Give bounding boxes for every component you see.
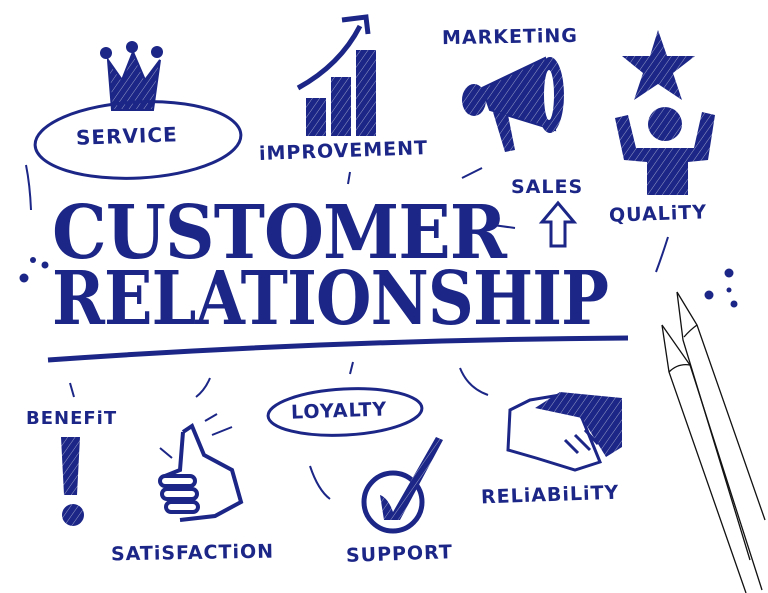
service-ellipse [33, 100, 243, 180]
handshake-icon [506, 392, 622, 472]
label-service: SERVICE [75, 122, 179, 150]
exclamation-icon [61, 437, 84, 526]
label-support: SUPPORT [345, 541, 454, 567]
megaphone-icon [462, 56, 564, 152]
title-underline [47, 335, 629, 363]
pencils-icon [661, 291, 766, 593]
label-marketing: MARKETiNG [441, 24, 579, 50]
label-satisfaction: SATiSFACTiON [110, 540, 275, 566]
checkmark-circle-icon [361, 437, 443, 534]
thumbs-up-icon [158, 413, 244, 522]
label-benefit: BENEFiT [26, 408, 118, 429]
crown-icon [100, 41, 163, 111]
label-sales: SALES [511, 176, 584, 198]
label-quality: QUALiTY [608, 201, 708, 227]
star-person-icon [615, 30, 715, 195]
connector-strokes [25, 164, 669, 500]
title-line-2: RELATIONSHIP [52, 256, 609, 342]
label-loyalty: LOYALTY [290, 398, 388, 424]
title-line-1: CUSTOMER [52, 190, 507, 276]
up-arrow-icon [538, 200, 578, 248]
bar-chart-growth-icon [296, 14, 376, 136]
loyalty-ellipse [266, 387, 424, 437]
decorative-dots [19, 257, 738, 308]
